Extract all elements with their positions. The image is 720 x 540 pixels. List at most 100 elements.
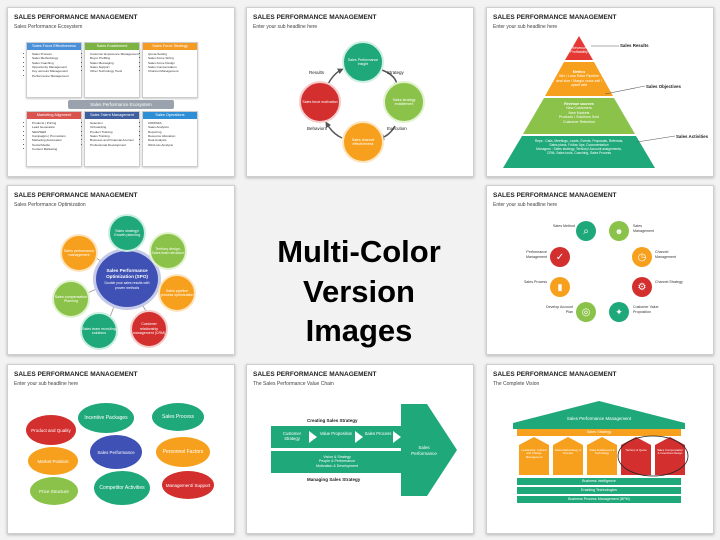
ecosystem-box-item: Professional Development — [90, 143, 139, 147]
ecosystem-box-item: Campaigns | Promotions — [32, 134, 81, 138]
gear-icon: ⚙ — [632, 277, 652, 297]
cycle-circle-channel: Sales channel effectiveness — [342, 121, 384, 163]
label-channel-strategy: Channel Strategy — [655, 280, 683, 284]
cycle-circle-enablement: Sales strategy enablement — [383, 81, 425, 123]
checkmark-icon: ✓ — [550, 247, 570, 267]
ecosystem-box-item: Customer Experience Management — [90, 52, 139, 56]
value-chain-shape — [271, 404, 457, 496]
pillar-methodology: Sales Methodology & Process — [554, 448, 582, 456]
slide-title: SALES PERFORMANCE MANAGEMENT — [253, 371, 377, 378]
ecosystem-box-item: Social Media — [32, 143, 81, 147]
lightbulb-icon: ✦ — [609, 302, 629, 322]
chain-arrow-text: Sales Performance — [411, 445, 437, 456]
ecosystem-box-item: Selection — [90, 121, 139, 125]
chain-value-proposition: Value Proposition — [319, 431, 353, 436]
ecosystem-box-item: Sales Support — [90, 65, 139, 69]
ecosystem-box-header: Sales Force Effectiveness — [27, 43, 81, 50]
cycle-circle-motivation: Sales force motivation — [299, 81, 341, 123]
ecosystem-box-item: CRM/SFA — [148, 121, 197, 125]
ecosystem-box-item: Buyer Profiling — [90, 56, 139, 60]
slide-spo[interactable]: SALES PERFORMANCE MANAGEMENT Sales Perfo… — [7, 185, 235, 355]
slide-subtitle: Enter your sub headline here — [14, 381, 79, 387]
cycle-circle-insight: Sales Performance insight — [342, 41, 384, 83]
slide-title: SALES PERFORMANCE MANAGEMENT — [14, 192, 138, 199]
ecosystem-box: Sales OperationsCRM/SFASales AnalyticsRe… — [142, 111, 198, 167]
ecosystem-box-item: Sales Analytics — [148, 125, 197, 129]
slide-pyramid[interactable]: SALES PERFORMANCE MANAGEMENT Enter your … — [486, 7, 714, 177]
slide-value-chain[interactable]: SALES PERFORMANCE MANAGEMENT The Sales P… — [246, 364, 474, 534]
bubble-center: Sales Performance — [90, 435, 142, 469]
ecosystem-box-item: Deal Analysis — [148, 138, 197, 142]
pyramid-shape — [503, 36, 676, 168]
spo-spoke-recruiting: Sales team recruiting solutions — [80, 312, 118, 350]
ecosystem-box: Sales Force StrategyQuota SettingSales F… — [142, 42, 198, 98]
slide-cycle[interactable]: SALES PERFORMANCE MANAGEMENT Enter your … — [246, 7, 474, 177]
label-strategy: Strategy — [387, 70, 404, 75]
slide-title: SALES PERFORMANCE MANAGEMENT — [493, 192, 617, 199]
chain-customer-strategy: Customer Strategy — [282, 431, 302, 442]
label-behaviors: Behaviors — [307, 126, 328, 131]
slide-ecosystem[interactable]: SALES PERFORMANCE MANAGEMENT Sales Perfo… — [7, 7, 235, 177]
slide-subtitle: Enter your sub headline here — [493, 24, 558, 30]
slide-icon-wheel[interactable]: SALES PERFORMANCE MANAGEMENT Enter your … — [486, 185, 714, 355]
ecosystem-box-item: Sales Coaching — [32, 61, 81, 65]
pillar-leadership: Leadership, Cultural and Change Manageme… — [521, 448, 547, 459]
spo-spoke-territory: Territory design, Sales team structure — [149, 232, 187, 270]
ecosystem-box-item: Sales Training — [90, 134, 139, 138]
slide-title: SALES PERFORMANCE MANAGEMENT — [14, 371, 138, 378]
label-channel-management: Channel Management — [655, 250, 676, 259]
ecosystem-box-header: Sales Force Strategy — [143, 43, 197, 50]
label-sales-method: Sales Method — [553, 224, 575, 228]
ecosystem-box-item: Products | Pricing — [32, 121, 81, 125]
caption-line-1: Multi-Color — [277, 234, 441, 269]
label-managing-strategy: Managing Sales Strategy — [307, 477, 361, 482]
slide-subtitle: Sales Performance Optimization — [14, 202, 86, 208]
label-performance-management: Performance Management — [526, 250, 547, 259]
spo-spoke-compensation: Sales compensation Planning — [52, 280, 90, 318]
search-icon: ⌕ — [576, 221, 596, 241]
label-execution: Execution — [387, 126, 407, 131]
ecosystem-box-item: Sales Compensation — [148, 65, 197, 69]
chain-sales-process: Sales Process — [364, 431, 392, 436]
caption-line-2: Version Images — [303, 273, 415, 349]
pillar-enablement: Sales Enablement & Technology — [589, 448, 615, 456]
slide-bubbles[interactable]: SALES PERFORMANCE MANAGEMENT Enter your … — [7, 364, 235, 534]
ecosystem-box-item: Product Training — [90, 130, 139, 134]
ecosystem-box-item: Quota Setting — [148, 52, 197, 56]
ecosystem-box-header: Sales Enablement — [85, 43, 139, 50]
ecosystem-box-item: Reporting — [148, 130, 197, 134]
foundation-bi: Business Intelligence — [582, 479, 616, 483]
ecosystem-box-item: Marketing Automation — [32, 138, 81, 142]
ecosystem-box-header: Sales Talent Management — [85, 112, 139, 119]
tier-4: Reps : Calls, Meetings, Leads, Events, P… — [534, 139, 624, 156]
roof-label: Sales Performance Management — [566, 416, 632, 421]
pillar-compensation: Sales Compensation & Incentives Design — [657, 448, 683, 456]
slide-subtitle: The Complete Vision — [493, 381, 540, 387]
label-sales-management: Sales Management — [633, 224, 654, 233]
slide-title: SALES PERFORMANCE MANAGEMENT — [14, 14, 138, 21]
house-shape — [513, 401, 689, 503]
label-sales-process: Sales Process — [524, 280, 547, 284]
side-label-objectives: Sales Objectives — [646, 84, 681, 89]
slide-title: SALES PERFORMANCE MANAGEMENT — [253, 14, 377, 21]
ecosystem-box-item: Performance Management — [32, 74, 81, 78]
side-label-activities: Sales Activities — [676, 134, 709, 139]
ecosystem-box-item: Key account Management — [32, 69, 81, 73]
slide-subtitle: Enter your sub headline here — [493, 202, 558, 208]
label-results: Results — [309, 70, 325, 75]
ecosystem-box-item: Opportunity Management — [32, 65, 81, 69]
label-develop-account-plan: Develop Account Plan — [546, 305, 573, 314]
ecosystem-box-header: Sales Operations — [143, 112, 197, 119]
chart-icon: ▮ — [550, 277, 570, 297]
ecosystem-box-item: Sales Force Sizing — [148, 56, 197, 60]
pillar-territory: Territory & Quota — [625, 448, 647, 452]
ecosystem-box-item: Sales Messaging — [90, 61, 139, 65]
ecosystem-box-item: Channel Management — [148, 69, 197, 73]
slide-complete-vision[interactable]: SALES PERFORMANCE MANAGEMENT The Complet… — [486, 364, 714, 534]
ecosystem-box-item: Resource Allocation — [148, 134, 197, 138]
bubble-competitor: Competitor Activities — [94, 471, 150, 505]
